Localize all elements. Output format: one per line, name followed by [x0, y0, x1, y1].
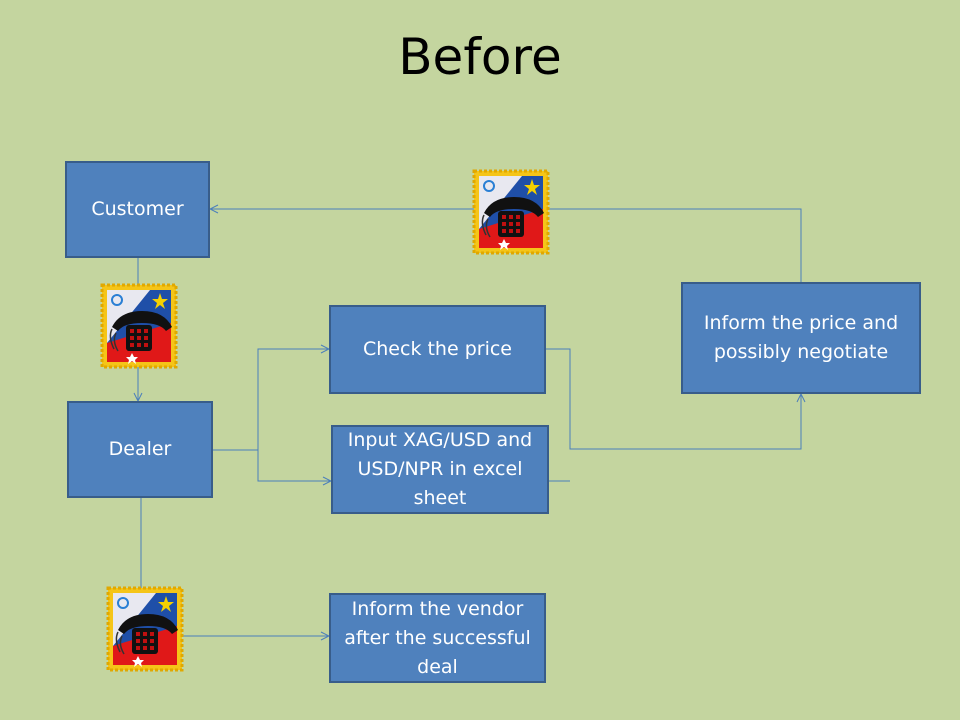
inform-price-box: Inform the price and possibly negotiate — [681, 282, 921, 394]
connector-check-to-inform — [546, 348, 801, 450]
customer-box: Customer — [65, 161, 210, 258]
input-rates-box: Input XAG/USD and USD/NPR in excel sheet — [331, 425, 549, 514]
connector-dealer-to-input — [257, 450, 331, 481]
connector-inform-to-customer — [210, 209, 802, 282]
telephone-icon — [472, 169, 550, 255]
slide-title: Before — [398, 28, 562, 86]
inform-vendor-box: Inform the vendor after the successful d… — [329, 593, 546, 683]
dealer-box: Dealer — [67, 401, 213, 498]
connector-dealer-to-check — [213, 349, 329, 451]
telephone-icon — [106, 586, 184, 672]
telephone-icon — [100, 283, 178, 369]
check-price-box: Check the price — [329, 305, 546, 394]
